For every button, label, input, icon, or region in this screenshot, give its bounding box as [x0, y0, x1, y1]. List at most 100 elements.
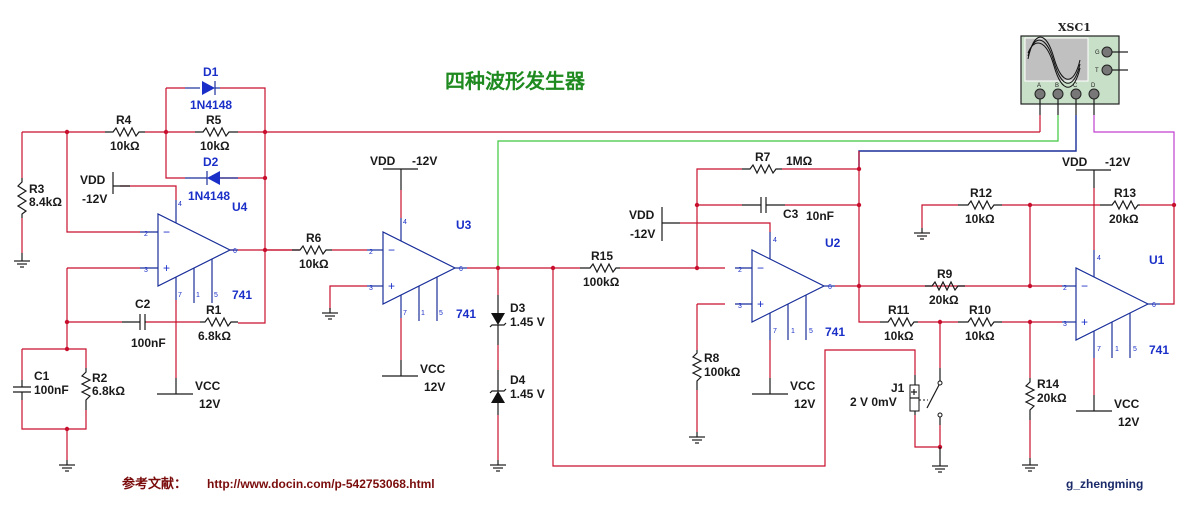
capacitor-c1[interactable]: C1 100nF: [13, 369, 69, 400]
u1-pin-7: 7: [1097, 346, 1101, 353]
diode-d1[interactable]: D1 1N4148: [185, 65, 232, 112]
oscilloscope-label: XSC1: [1058, 21, 1091, 34]
c2-ref: C2: [135, 297, 151, 311]
u2-pin-5: 5: [809, 328, 813, 335]
c3-value: 10nF: [806, 209, 834, 223]
r5-value: 10kΩ: [200, 139, 230, 153]
u4-pin-2: 2: [144, 231, 148, 238]
u2-pin-3: 3: [738, 303, 742, 310]
schematic-title: 四种波形发生器: [445, 69, 586, 93]
vcc-value: 12V: [1118, 415, 1139, 429]
vcc-supply-u4: VCC 12V: [157, 378, 221, 411]
zener-diode-d3[interactable]: D3 1.45 V: [489, 295, 545, 345]
vdd-supply-u4: VDD -12V: [80, 172, 130, 206]
r1-value: 6.8kΩ: [198, 329, 231, 343]
reference-link[interactable]: http://www.docin.com/p-542753068.html: [207, 477, 435, 491]
vcc-label: VCC: [195, 379, 221, 393]
terminal-g-label: G: [1095, 50, 1100, 56]
opamp-u1[interactable]: − + 2 3 4 7 1 5 6 U1 741: [1062, 250, 1169, 358]
c1-ref: C1: [34, 369, 50, 383]
u1-pin-5: 5: [1133, 346, 1137, 353]
opamp-u2[interactable]: − + 2 3 4 7 1 5 6 U2 741: [735, 232, 845, 340]
resistor-r2[interactable]: R2 6.8kΩ: [80, 368, 125, 410]
u3-pin-5: 5: [439, 310, 443, 317]
switch-j1[interactable]: J1 2 V 0mV: [850, 368, 943, 425]
d2-value: 1N4148: [188, 189, 230, 203]
resistor-r12[interactable]: R12 10kΩ: [958, 186, 1002, 226]
resistor-r5[interactable]: R5 10kΩ: [195, 113, 238, 153]
resistor-r13[interactable]: R13 20kΩ: [1100, 186, 1140, 226]
ground-icon: [932, 447, 948, 473]
ground-icon: [914, 228, 930, 240]
vdd-label: VDD: [1062, 155, 1088, 169]
r7-value: 1MΩ: [786, 154, 813, 168]
opamp-u4[interactable]: − + 2 3 4 7 1 5 6 U4 741: [140, 200, 252, 303]
channel-a-terminal[interactable]: [1034, 88, 1046, 100]
resistor-r10[interactable]: R10 10kΩ: [958, 303, 1002, 343]
resistor-r6[interactable]: R6 10kΩ: [292, 231, 332, 271]
r11-ref: R11: [888, 303, 910, 317]
r4-value: 10kΩ: [110, 139, 140, 153]
resistor-r14[interactable]: R14 20kΩ: [1024, 377, 1067, 420]
resistor-r7[interactable]: R7 1MΩ: [742, 150, 813, 175]
resistor-r3[interactable]: R3 8.4kΩ: [16, 178, 62, 218]
r5-ref: R5: [206, 113, 222, 127]
r9-value: 20kΩ: [929, 293, 959, 307]
oscilloscope-xsc1[interactable]: XSC1 G T A B C D: [1020, 21, 1128, 105]
capacitor-c3[interactable]: C3 10nF: [742, 197, 834, 223]
r2-value: 6.8kΩ: [92, 384, 125, 398]
capacitor-c2[interactable]: C2 100nF: [122, 297, 166, 350]
resistor-r4[interactable]: R4 10kΩ: [105, 113, 145, 153]
resistor-r15[interactable]: R15 100kΩ: [580, 249, 620, 289]
u2-model: 741: [825, 325, 845, 339]
u3-ref: U3: [456, 218, 472, 232]
resistor-r8[interactable]: R8 100kΩ: [691, 350, 741, 390]
resistor-r11[interactable]: R11 10kΩ: [880, 303, 918, 343]
terminal-g[interactable]: [1101, 46, 1113, 58]
d3-value: 1.45 V: [510, 315, 545, 329]
u1-pin-6: 6: [1152, 302, 1156, 309]
vcc-supply-u1: VCC 12V: [1076, 395, 1140, 429]
r2-ref: R2: [92, 371, 108, 385]
u1-pin-2: 2: [1063, 285, 1067, 292]
vdd-supply-u3: VDD -12V: [370, 154, 437, 190]
vdd-value: -12V: [1105, 155, 1130, 169]
channel-d-terminal[interactable]: [1088, 88, 1100, 100]
u2-pin-2: 2: [738, 267, 742, 274]
channel-b-terminal[interactable]: [1052, 88, 1064, 100]
r12-ref: R12: [970, 186, 992, 200]
c3-ref: C3: [783, 207, 799, 221]
ground-icon: [1022, 458, 1038, 472]
vdd-value: -12V: [630, 227, 655, 241]
vcc-label: VCC: [790, 379, 816, 393]
wires-stage4: [914, 188, 1175, 458]
u3-pin-6: 6: [459, 266, 463, 273]
c2-value: 100nF: [131, 336, 166, 350]
terminal-t[interactable]: [1101, 64, 1113, 76]
u1-model: 741: [1149, 343, 1169, 357]
waveform-icon: [1027, 36, 1081, 88]
channel-c-terminal[interactable]: [1070, 88, 1082, 100]
d4-value: 1.45 V: [510, 387, 545, 401]
u1-ref: U1: [1149, 253, 1165, 267]
svg-text:−: −: [163, 225, 170, 239]
opamp-u3[interactable]: − + 2 3 4 7 1 5 6 U3 741: [367, 218, 476, 321]
zener-diode-d4[interactable]: D4 1.45 V: [489, 370, 545, 415]
u4-model: 741: [232, 288, 252, 302]
u2-pin-1: 1: [791, 328, 795, 335]
u3-model: 741: [456, 307, 476, 321]
c1-value: 100nF: [34, 383, 69, 397]
svg-text:+: +: [757, 297, 764, 311]
r3-value: 8.4kΩ: [29, 195, 62, 209]
channel-b-label: B: [1055, 83, 1059, 89]
u2-pin-7: 7: [773, 328, 777, 335]
diode-d2[interactable]: D2 1N4148: [185, 155, 238, 203]
vdd-supply-u1: VDD -12V: [1062, 155, 1130, 188]
r14-ref: R14: [1037, 377, 1059, 391]
resistor-r9[interactable]: R9 20kΩ: [925, 267, 965, 307]
d1-ref: D1: [203, 65, 219, 79]
u4-pin-5: 5: [214, 292, 218, 299]
resistor-r1[interactable]: R1 6.8kΩ: [198, 303, 238, 343]
vcc-label: VCC: [420, 362, 446, 376]
r12-value: 10kΩ: [965, 212, 995, 226]
